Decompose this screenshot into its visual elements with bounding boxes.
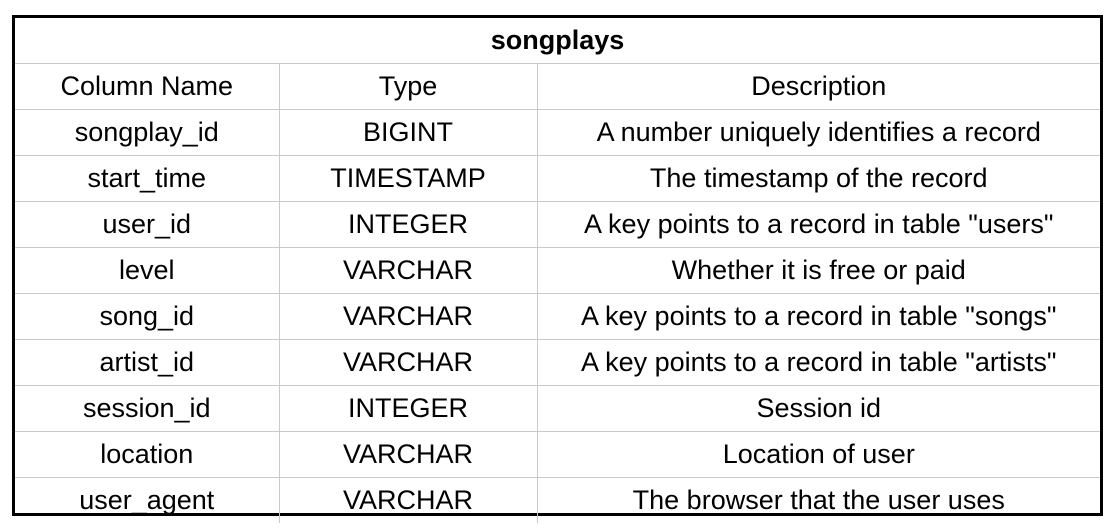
- column-name-cell: user_agent: [15, 477, 280, 523]
- table-row: session_id INTEGER Session id: [15, 385, 1100, 432]
- description-cell: A key points to a record in table "users…: [536, 201, 1100, 248]
- description-cell: A key points to a record in table "songs…: [536, 293, 1100, 340]
- header-type: Type: [278, 63, 538, 110]
- header-row: Column Name Type Description: [15, 63, 1100, 110]
- description-cell: A key points to a record in table "artis…: [536, 339, 1100, 386]
- type-cell: TIMESTAMP: [278, 155, 538, 202]
- description-cell: Whether it is free or paid: [536, 247, 1100, 294]
- description-cell: Session id: [536, 385, 1100, 432]
- description-cell: A number uniquely identifies a record: [536, 109, 1100, 156]
- type-cell: BIGINT: [278, 109, 538, 156]
- type-cell: VARCHAR: [278, 477, 538, 523]
- type-cell: VARCHAR: [278, 293, 538, 340]
- table-row: artist_id VARCHAR A key points to a reco…: [15, 339, 1100, 386]
- type-cell: INTEGER: [278, 201, 538, 248]
- header-column-name: Column Name: [15, 63, 280, 110]
- type-cell: VARCHAR: [278, 247, 538, 294]
- column-name-cell: artist_id: [15, 339, 280, 386]
- table-row: user_id INTEGER A key points to a record…: [15, 201, 1100, 248]
- type-cell: VARCHAR: [278, 431, 538, 478]
- type-cell: INTEGER: [278, 385, 538, 432]
- table-row: location VARCHAR Location of user: [15, 431, 1100, 478]
- column-name-cell: session_id: [15, 385, 280, 432]
- type-cell: VARCHAR: [278, 339, 538, 386]
- table-row: song_id VARCHAR A key points to a record…: [15, 293, 1100, 340]
- description-cell: The timestamp of the record: [536, 155, 1100, 202]
- column-name-cell: songplay_id: [15, 109, 280, 156]
- description-cell: The browser that the user uses: [536, 477, 1100, 523]
- songplays-table-frame: songplays Column Name Type Description s…: [12, 15, 1103, 523]
- table-row: level VARCHAR Whether it is free or paid: [15, 247, 1100, 294]
- column-name-cell: level: [15, 247, 280, 294]
- column-name-cell: song_id: [15, 293, 280, 340]
- table-title: songplays: [15, 18, 1100, 64]
- header-description: Description: [536, 63, 1100, 110]
- description-cell: Location of user: [536, 431, 1100, 478]
- songplays-table: songplays Column Name Type Description s…: [15, 18, 1100, 523]
- table-row: songplay_id BIGINT A number uniquely ide…: [15, 109, 1100, 156]
- column-name-cell: start_time: [15, 155, 280, 202]
- table-row: start_time TIMESTAMP The timestamp of th…: [15, 155, 1100, 202]
- column-name-cell: location: [15, 431, 280, 478]
- column-name-cell: user_id: [15, 201, 280, 248]
- table-row: user_agent VARCHAR The browser that the …: [15, 477, 1100, 523]
- title-row: songplays: [15, 18, 1100, 64]
